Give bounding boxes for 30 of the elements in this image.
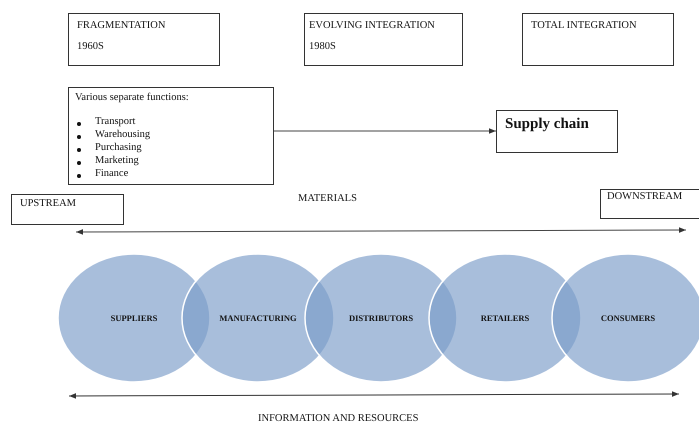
period-label: 1980S [309, 41, 336, 52]
stage-label: DISTRIBUTORS [348, 313, 414, 323]
stage-label: CONSUMERS [600, 313, 656, 323]
stage-box [522, 13, 674, 66]
box-title: UPSTREAM [20, 198, 76, 209]
stage-label: MANUFACTURING [219, 313, 297, 323]
flow-label: MATERIALS [298, 193, 357, 204]
arrow [76, 227, 686, 235]
list-heading: Various separate functions: [75, 92, 189, 103]
box-title: Supply chain [505, 116, 589, 133]
stage-box [68, 13, 220, 66]
arrow [274, 128, 496, 134]
box-title: EVOLVING INTEGRATION [309, 20, 435, 31]
list-item: Purchasing [95, 142, 142, 153]
period-label: 1960S [77, 41, 104, 52]
list-item: Warehousing [95, 129, 150, 140]
list-item: Finance [95, 168, 128, 179]
stage-box [600, 189, 699, 219]
box-title: FRAGMENTATION [77, 20, 166, 31]
list-item: Marketing [95, 155, 139, 166]
stage-label: RETAILERS [480, 313, 530, 323]
stage-box [11, 194, 124, 225]
list-item: Transport [95, 116, 136, 127]
flow-label: INFORMATION AND RESOURCES [258, 413, 418, 424]
box-title: TOTAL INTEGRATION [531, 20, 637, 31]
function-list-box [68, 87, 274, 185]
stage-label: SUPPLIERS [110, 313, 158, 323]
box-title: DOWNSTREAM [607, 191, 682, 202]
stage-box [496, 110, 618, 153]
stage-box [304, 13, 463, 66]
